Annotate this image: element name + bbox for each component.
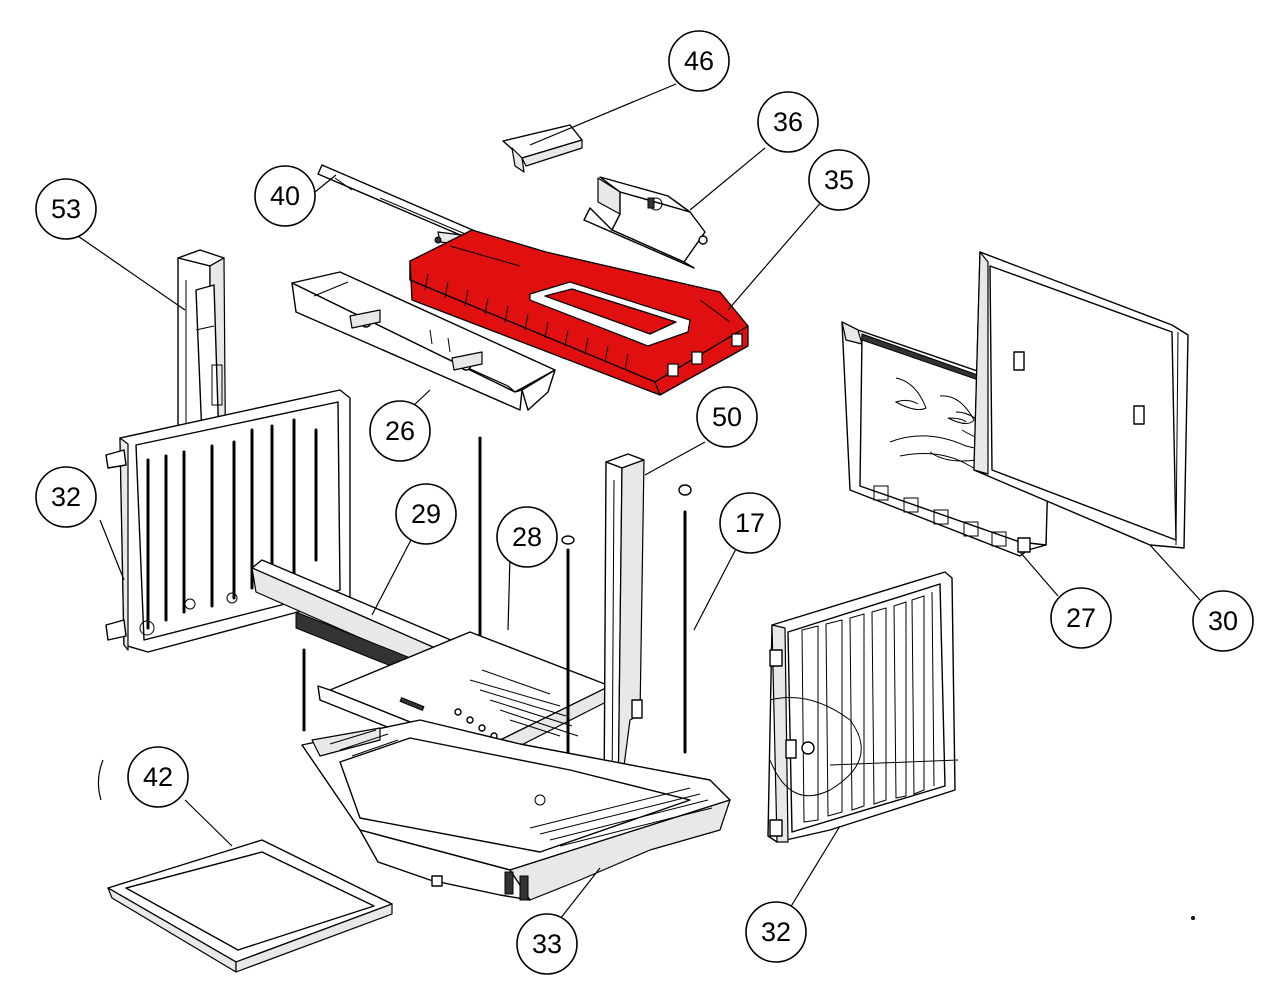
stray-dot xyxy=(1191,916,1195,920)
callout-label: 28 xyxy=(512,522,542,552)
callout-50: 50 xyxy=(696,386,758,448)
callout-36: 36 xyxy=(757,91,819,153)
callout-32-right: 32 xyxy=(745,901,807,963)
callout-27: 27 xyxy=(1050,587,1112,649)
callout-label: 32 xyxy=(761,917,791,947)
callout-label: 36 xyxy=(773,107,803,137)
callout-35: 35 xyxy=(808,149,870,211)
callout-29: 29 xyxy=(395,483,457,545)
callout-label: 53 xyxy=(51,194,81,224)
callout-32-left: 32 xyxy=(35,466,97,528)
callout-label: 35 xyxy=(824,165,854,195)
part-32-right-front-panel[interactable] xyxy=(767,571,959,843)
part-26-trough[interactable] xyxy=(291,271,556,411)
callout-label: 50 xyxy=(712,402,742,432)
callout-30: 30 xyxy=(1192,590,1254,652)
callout-28: 28 xyxy=(496,506,558,568)
support-rod-center[interactable] xyxy=(561,535,575,792)
part-30-rear-frame[interactable] xyxy=(973,251,1189,549)
callout-label: 17 xyxy=(735,508,765,538)
part-36-baffle[interactable] xyxy=(583,176,708,269)
callout-label: 32 xyxy=(51,482,81,512)
callout-40: 40 xyxy=(254,165,316,227)
callout-label: 26 xyxy=(385,416,415,446)
callout-label: 30 xyxy=(1208,606,1238,636)
part-50-post[interactable] xyxy=(603,453,645,813)
callout-label: 40 xyxy=(270,181,300,211)
callout-46: 46 xyxy=(668,30,730,92)
callout-17: 17 xyxy=(719,492,781,554)
callout-42: 42 xyxy=(127,746,189,808)
part-35-top-plate-highlighted[interactable] xyxy=(409,229,749,396)
callout-label: 46 xyxy=(684,46,714,76)
support-rod-right[interactable] xyxy=(678,484,692,754)
support-rod-left[interactable] xyxy=(302,436,482,732)
callout-label: 42 xyxy=(143,762,173,792)
callout-33: 33 xyxy=(516,913,578,975)
callout-53: 53 xyxy=(35,178,97,240)
part-46-plate[interactable] xyxy=(502,124,583,173)
part-33-base[interactable] xyxy=(301,719,731,901)
callout-label: 33 xyxy=(532,929,562,959)
callout-26: 26 xyxy=(369,400,431,462)
callout-label: 29 xyxy=(411,499,441,529)
callout-label: 27 xyxy=(1066,603,1096,633)
part-42-ash-pan[interactable] xyxy=(107,839,393,973)
